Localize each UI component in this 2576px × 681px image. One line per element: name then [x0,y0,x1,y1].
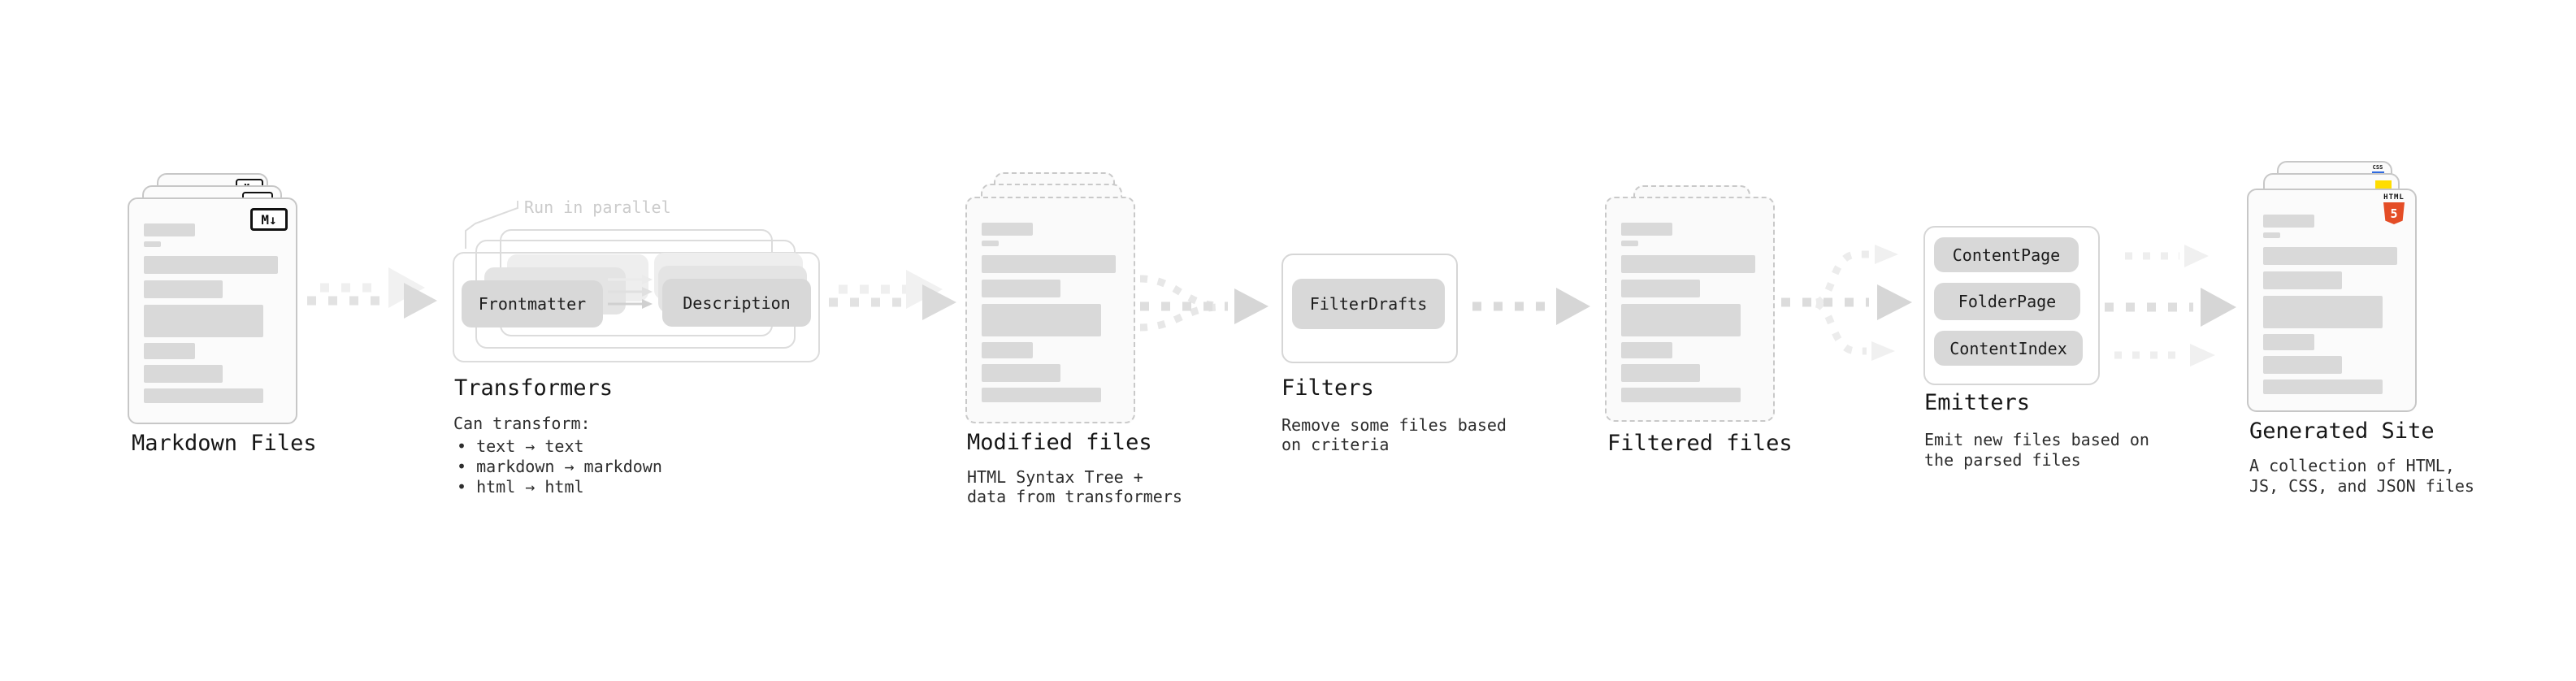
filters-desc: Remove some files based [1281,415,1507,435]
placeholder-line [2263,334,2314,350]
stage-label-markdown-files: Markdown Files [132,431,317,456]
document-content [1621,223,1762,414]
placeholder-line [982,255,1116,273]
placeholder-line [1621,280,1700,297]
emitters-desc: Emit new files based on [1924,430,2149,449]
placeholder-line [1621,304,1741,336]
placeholder-line [982,223,1033,236]
placeholder-line [1621,364,1700,382]
document-card [1605,197,1775,422]
folderpage-chip: FolderPage [1934,283,2080,320]
placeholder-line [1621,255,1755,273]
placeholder-line [1621,342,1672,358]
filterdrafts-chip: FilterDrafts [1292,279,1445,329]
transformers-bullet: • html → html [457,477,584,497]
run-in-parallel-note: Run in parallel [524,197,671,217]
arrow-transformers-to-modified [829,270,956,320]
document-content [144,223,284,416]
document-card: HTML 5 [2247,189,2417,412]
stage-title-filters: Filters [1281,375,1374,401]
arrow-filtered-to-emitters [1781,245,1912,361]
document-card [965,197,1135,423]
placeholder-line [144,223,195,236]
placeholder-line [2263,356,2342,374]
arrow-markdown-to-transformers [307,267,437,319]
transformer-lane-box [453,252,820,362]
placeholder-line [982,364,1060,382]
placeholder-line [2263,380,2383,394]
placeholder-line [144,305,263,337]
modified-files-desc: HTML Syntax Tree + [967,467,1143,487]
transformers-bullet: • markdown → markdown [457,457,662,476]
placeholder-line [2263,232,2280,238]
placeholder-line [2263,247,2397,265]
placeholder-line [144,280,223,298]
filters-desc: on criteria [1281,435,1390,454]
placeholder-line [144,256,278,274]
stage-label-modified-files: Modified files [967,430,1152,455]
generated-site-desc: JS, CSS, and JSON files [2249,476,2474,496]
emitters-desc: the parsed files [1924,450,2081,470]
placeholder-line [144,388,263,403]
stage-label-generated-site: Generated Site [2249,419,2435,444]
placeholder-line [982,241,999,246]
placeholder-line [2263,271,2342,289]
transformers-bullet: • text → text [457,436,584,456]
placeholder-line [982,388,1101,402]
placeholder-line [2263,296,2383,328]
placeholder-line [1621,223,1672,236]
document-content [982,223,1122,415]
placeholder-line [144,365,223,383]
placeholder-line [144,343,195,359]
placeholder-line [982,280,1060,297]
placeholder-line [1621,388,1741,402]
modified-files-desc: data from transformers [967,487,1182,506]
generated-site-desc: A collection of HTML, [2249,456,2455,475]
arrow-filters-to-filtered [1472,288,1590,325]
contentindex-chip: ContentIndex [1934,331,2083,366]
markdown-icon: M↓ [250,208,288,231]
stage-title-transformers: Transformers [454,375,614,401]
css-icon: CSS [2371,164,2384,174]
html5-icon: HTML 5 [2383,193,2405,224]
contentpage-chip: ContentPage [1934,237,2079,272]
frontmatter-chip: Frontmatter [462,280,603,327]
placeholder-line [1621,241,1638,246]
arrow-emitters-to-generated [2105,245,2236,367]
placeholder-line [982,342,1033,358]
placeholder-line [144,241,161,247]
stage-title-emitters: Emitters [1924,390,2031,415]
description-chip: Description [662,279,811,327]
callout-leader-line [465,201,518,249]
stage-label-filtered-files: Filtered files [1607,431,1793,456]
document-card: M↓ [128,197,297,424]
placeholder-line [2263,215,2314,228]
document-content [2263,215,2404,404]
placeholder-line [982,304,1101,336]
transformers-desc-heading: Can transform: [453,414,591,433]
arrow-modified-to-filters [1139,275,1268,332]
parallel-transform-arrows [608,275,653,309]
